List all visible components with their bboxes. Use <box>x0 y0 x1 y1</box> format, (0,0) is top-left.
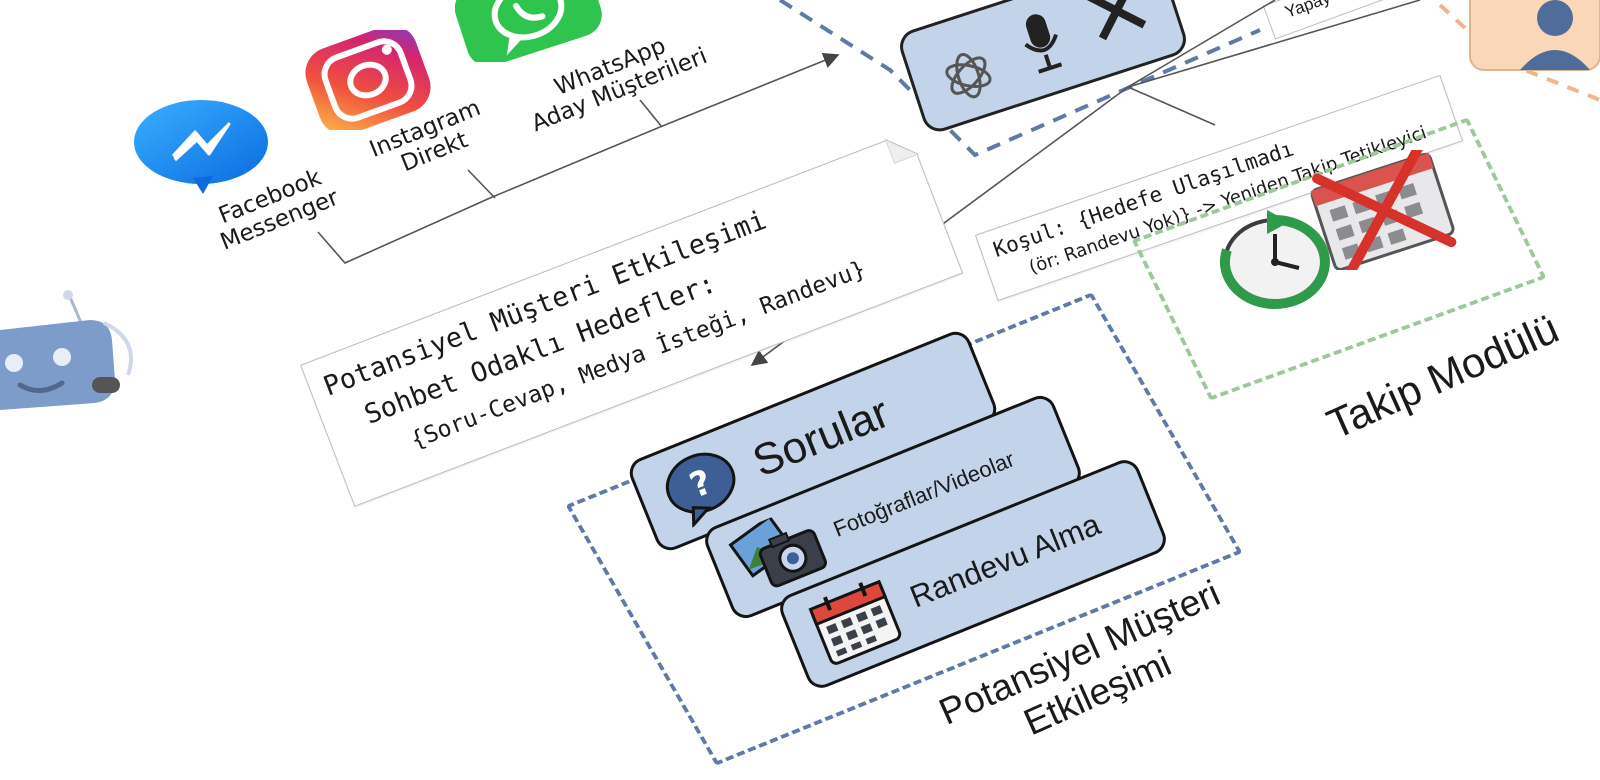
ai-toolbar <box>895 0 1191 137</box>
item-media: Fotoğraflar/Videolar <box>700 391 1086 623</box>
whatsapp-icon <box>455 0 602 62</box>
messenger-icon <box>134 100 268 194</box>
agent-module-frame <box>1438 0 1600 102</box>
chatbot-icon <box>0 290 133 410</box>
note-fold-corner <box>884 130 919 164</box>
item-appointment: Randevu Alma <box>775 455 1171 693</box>
openai-icon <box>945 52 992 99</box>
question-bubble-icon: ? <box>665 452 736 529</box>
microphone-icon <box>1024 14 1063 74</box>
instagram-icon <box>305 30 431 130</box>
calendar-icon <box>808 579 902 665</box>
tools-icon <box>1087 0 1147 41</box>
goals-note: Potansiyel Müşteri Etkileşimi Sohbet Oda… <box>300 130 964 507</box>
clock-refresh-icon <box>1219 210 1330 309</box>
item-questions: ? Sorular <box>624 327 1002 555</box>
calendar-cancel-icon <box>1310 150 1457 270</box>
camera-photo-icon <box>728 514 827 588</box>
